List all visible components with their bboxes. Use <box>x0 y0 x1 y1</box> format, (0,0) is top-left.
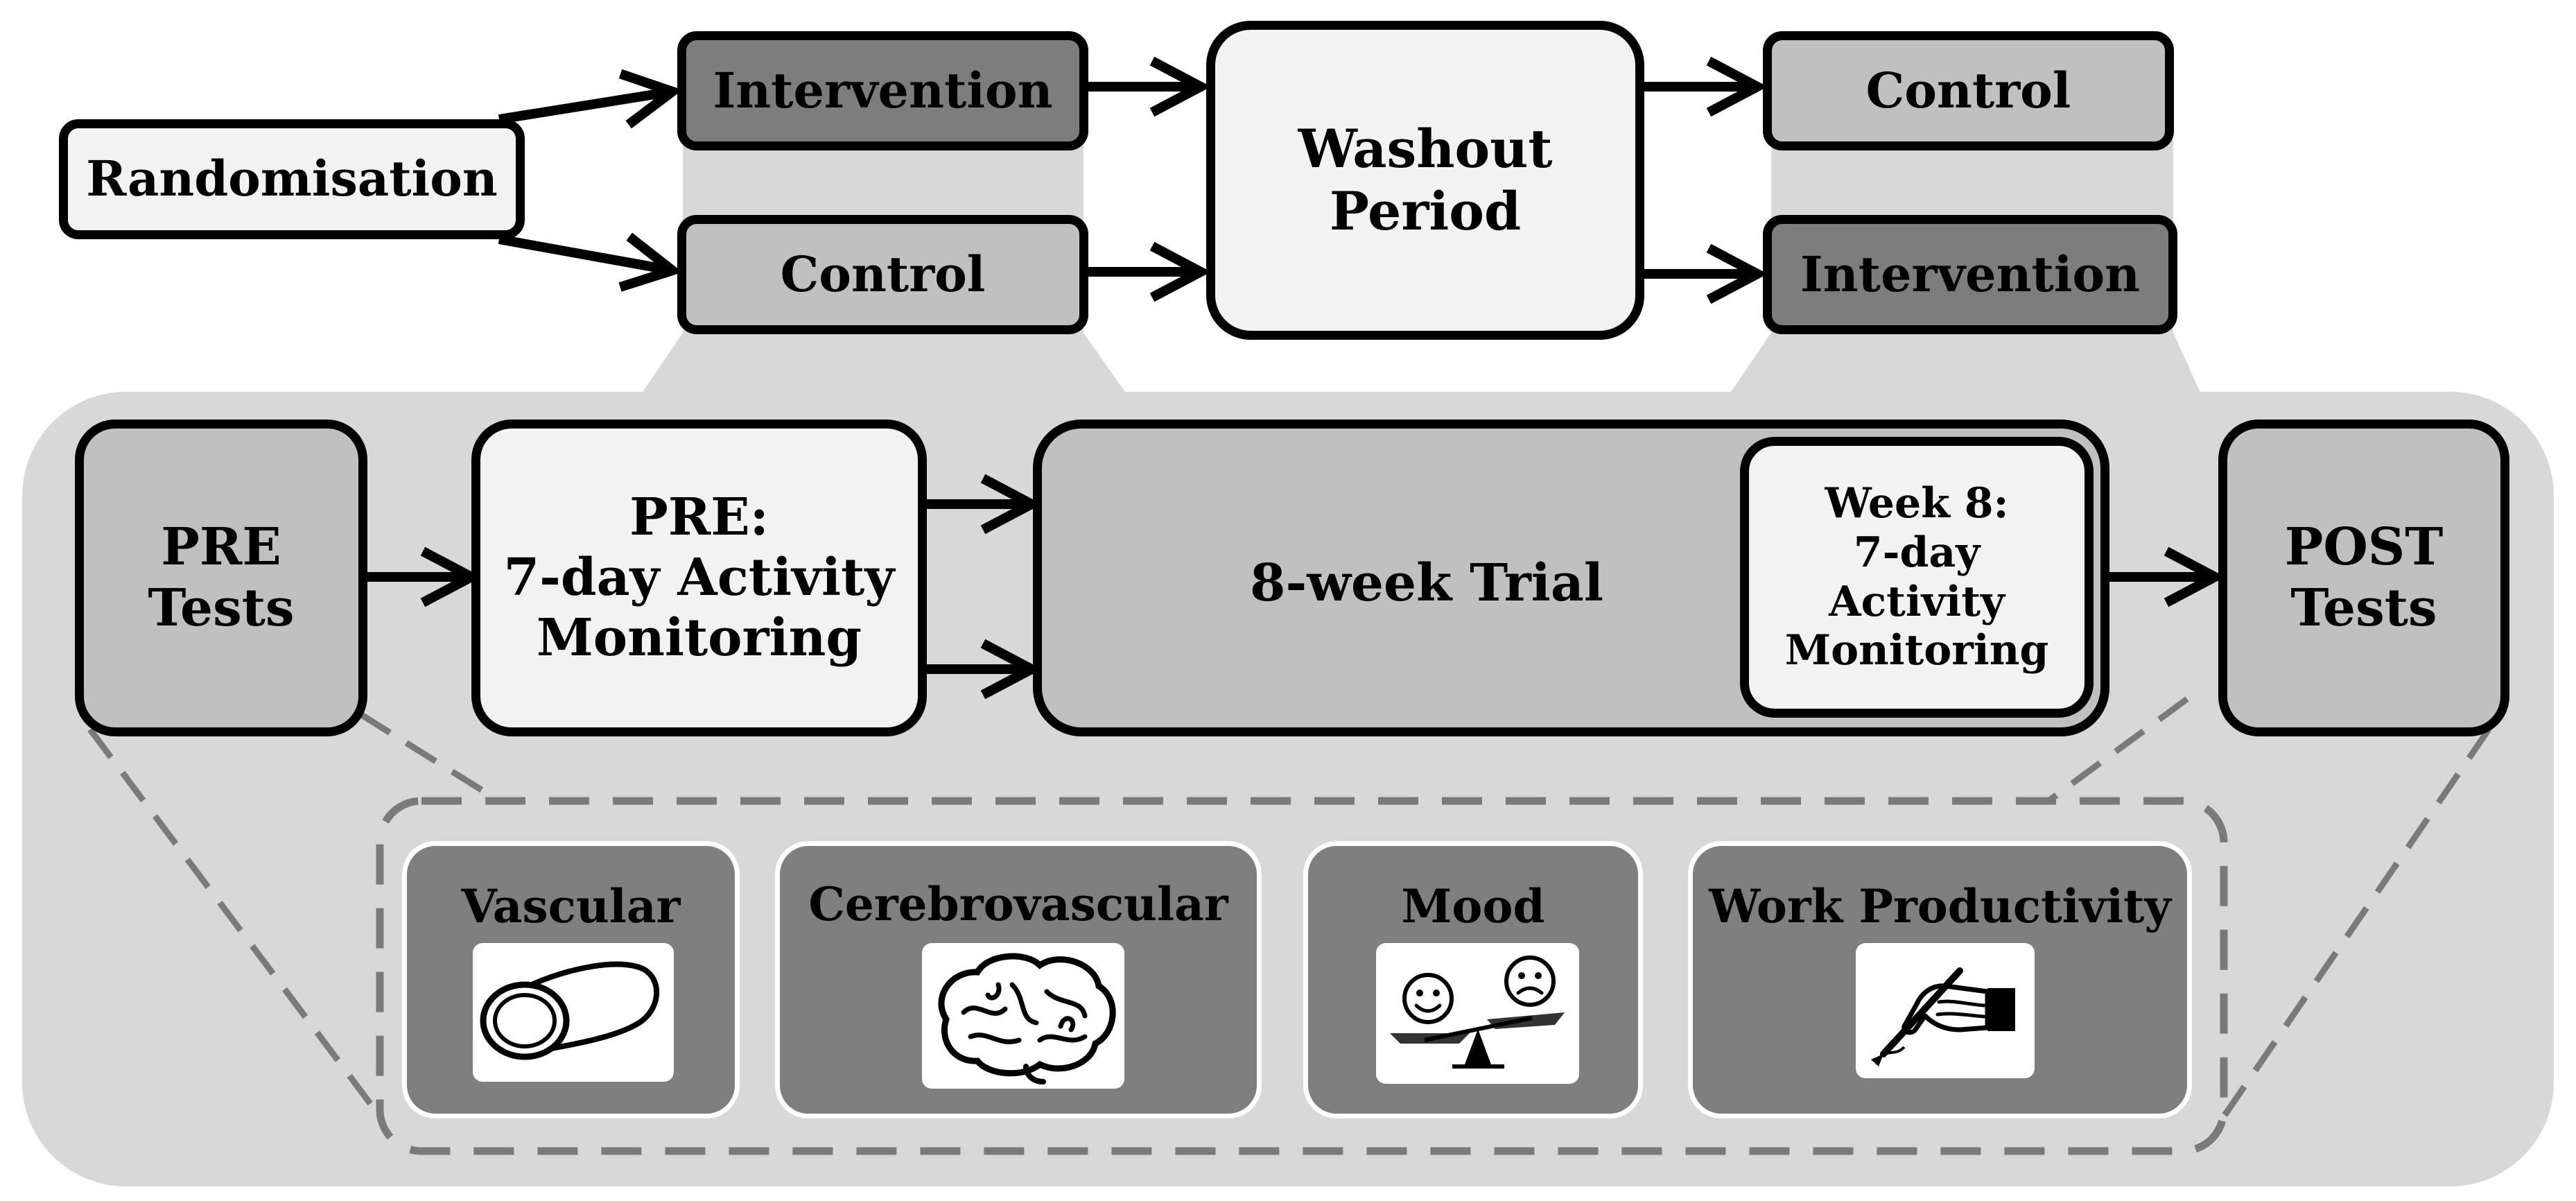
arm2-second-period-box: Intervention <box>1763 215 2177 334</box>
outcomes-dashed-group <box>376 797 2228 1155</box>
artery-icon <box>473 943 674 1082</box>
week8-line4: Monitoring <box>1784 626 2049 675</box>
pre-monitoring-line2: 7-day Activity <box>503 547 895 607</box>
post-zoom-line-right <box>2221 727 2491 1118</box>
pre-tests-line2: Tests <box>148 578 295 638</box>
writing-hand-icon <box>1856 943 2035 1078</box>
post-tests-line2: Tests <box>2290 578 2437 638</box>
week8-line1: Week 8: <box>1825 478 2009 528</box>
arm2-second-period-label: Intervention <box>1800 245 2140 303</box>
week8-activity-monitoring-box: Week 8: 7-day Activity Monitoring <box>1740 437 2094 718</box>
brain-icon <box>922 943 1124 1089</box>
week8-line2: 7-day <box>1853 528 1981 577</box>
arm1-second-period-box: Control <box>1763 31 2174 150</box>
arm1-first-period-box: Intervention <box>677 31 1088 150</box>
outcome-cerebrovascular: Cerebrovascular <box>775 841 1262 1118</box>
arm2-first-period-label: Control <box>780 245 986 303</box>
pre-tests-line1: PRE <box>161 517 281 578</box>
randomisation-label: Randomisation <box>86 150 498 208</box>
arm2-first-period-box: Control <box>677 215 1088 334</box>
post-zoom-line-left <box>2046 696 2189 804</box>
pre-monitoring-line3: Monitoring <box>536 608 862 668</box>
pre-tests-box: PRE Tests <box>75 420 367 736</box>
arm1-first-period-label: Intervention <box>713 61 1053 119</box>
arm1-second-period-label: Control <box>1865 61 2071 119</box>
outcome-mood: Mood <box>1303 841 1643 1118</box>
trial-label: 8-week Trial <box>1250 553 1603 613</box>
outcome-cerebrovascular-label: Cerebrovascular <box>808 877 1228 931</box>
mood-balance-icon <box>1376 943 1579 1084</box>
washout-label-line2: Period <box>1329 180 1522 242</box>
washout-label-line1: Washout <box>1298 118 1553 180</box>
week8-line3: Activity <box>1829 577 2005 626</box>
outcome-work-productivity: Work Productivity <box>1688 841 2192 1118</box>
pre-zoom-line-right <box>358 711 501 804</box>
pre-monitoring-line1: PRE: <box>629 487 769 547</box>
arrow-to-arm2 <box>498 239 672 270</box>
post-tests-line1: POST <box>2284 517 2444 578</box>
washout-period-box: Washout Period <box>1206 21 1644 340</box>
outcome-vascular-label: Vascular <box>461 879 681 933</box>
outcome-vascular: Vascular <box>402 841 740 1118</box>
post-tests-box: POST Tests <box>2218 420 2509 736</box>
pre-zoom-line-left <box>87 727 383 1118</box>
arrow-to-arm1 <box>498 92 672 119</box>
outcome-mood-label: Mood <box>1401 879 1545 933</box>
outcome-work-productivity-label: Work Productivity <box>1709 879 2171 933</box>
randomisation-box: Randomisation <box>59 119 525 239</box>
pre-activity-monitoring-box: PRE: 7-day Activity Monitoring <box>471 420 927 736</box>
